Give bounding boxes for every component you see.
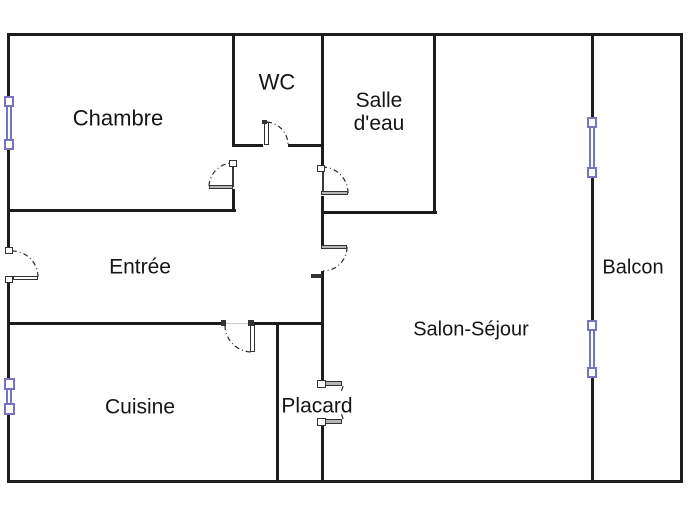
balcon-lower-window-end bbox=[587, 320, 597, 331]
cuisine-door-arc bbox=[224, 324, 253, 353]
balcon-upper-window bbox=[589, 128, 595, 167]
chambre-door-leaf bbox=[209, 185, 233, 189]
placard-top-door-leaf bbox=[325, 381, 342, 386]
room-label-salon-sejour: Salon-Séjour bbox=[413, 318, 529, 341]
wall-wc-bottom-right bbox=[288, 144, 324, 147]
entrance-door-jamb bbox=[5, 247, 13, 254]
chambre-window bbox=[6, 107, 12, 139]
cuisine-door-closed-line bbox=[226, 323, 251, 324]
wall-balcon-segment bbox=[591, 178, 594, 320]
cuisine-window-end bbox=[4, 403, 15, 415]
placard-door-jamb bbox=[317, 418, 326, 426]
chambre-window-end bbox=[4, 96, 14, 107]
cuisine-window bbox=[6, 390, 12, 403]
chambre-window-end bbox=[4, 139, 14, 150]
room-label-salle-deau-line2: d'eau bbox=[353, 112, 405, 135]
salon-door-arc bbox=[322, 246, 348, 272]
room-label-salle-deau: Salle d'eau bbox=[354, 89, 405, 135]
salledeau-door-jamb bbox=[317, 165, 325, 172]
balcon-upper-window-end bbox=[587, 117, 597, 128]
wall-salledeau-bottom bbox=[321, 211, 437, 214]
wall-chambre-right bbox=[232, 33, 235, 146]
salon-door-jamb bbox=[311, 274, 322, 278]
wall-exterior-right bbox=[680, 33, 683, 483]
wall-exterior-left-segment bbox=[7, 150, 10, 248]
room-label-placard: Placard bbox=[281, 394, 353, 418]
wall-placard-right-upper bbox=[321, 324, 324, 382]
wc-door-jamb bbox=[262, 120, 267, 124]
wall-exterior-left-segment bbox=[7, 415, 10, 483]
salledeau-door-closed-line bbox=[322, 172, 324, 193]
placard-bottom-door-leaf bbox=[325, 419, 342, 424]
entrance-door-arc bbox=[11, 250, 39, 278]
chambre-door-jamb bbox=[229, 160, 237, 167]
wc-door-leaf bbox=[264, 122, 269, 145]
salledeau-door-leaf bbox=[321, 191, 348, 195]
wall-cuisine-top-right bbox=[250, 322, 324, 325]
wall-chambre-right-lower bbox=[232, 189, 235, 212]
wall-balcon-segment bbox=[591, 378, 594, 483]
wall-exterior-left-segment bbox=[7, 282, 10, 378]
wall-exterior-left-segment bbox=[7, 33, 10, 97]
wall-exterior-bottom bbox=[7, 480, 683, 483]
balcon-lower-window-end bbox=[587, 367, 597, 378]
chambre-door-closed-line bbox=[232, 166, 234, 187]
wall-entree-salon-divider bbox=[321, 271, 324, 324]
wall-exterior-top bbox=[7, 33, 683, 36]
cuisine-door-jamb bbox=[221, 320, 226, 326]
cuisine-door-jamb bbox=[248, 320, 254, 326]
room-label-entree: Entrée bbox=[109, 255, 171, 279]
wc-door-arc bbox=[266, 121, 289, 145]
salon-door-leaf bbox=[321, 245, 347, 249]
room-label-chambre: Chambre bbox=[72, 105, 164, 131]
room-label-salle-deau-line1: Salle bbox=[355, 89, 403, 112]
entrance-door-leaf bbox=[13, 276, 38, 280]
placard-door-jamb bbox=[317, 380, 326, 388]
balcon-lower-window bbox=[589, 331, 595, 367]
room-label-balcon: Balcon bbox=[602, 256, 664, 279]
cuisine-door-leaf bbox=[250, 325, 255, 352]
wall-balcon-segment bbox=[591, 33, 594, 117]
wall-chambre-bottom bbox=[7, 209, 236, 212]
wall-cuisine-top-left bbox=[7, 322, 225, 325]
wall-salledeau-lower bbox=[321, 196, 324, 247]
wall-wc-salledeau-divider bbox=[321, 33, 324, 167]
wall-placard-right-lower bbox=[321, 425, 324, 483]
placard-top-door-arc bbox=[339, 385, 344, 394]
placard-bottom-door-arc bbox=[339, 411, 344, 420]
room-label-wc: WC bbox=[258, 69, 296, 95]
wall-wc-bottom-left bbox=[232, 144, 263, 147]
salledeau-door-arc bbox=[321, 166, 349, 194]
wall-placard-left bbox=[276, 322, 279, 483]
room-label-cuisine: Cuisine bbox=[104, 395, 176, 419]
entrance-door-jamb bbox=[5, 276, 13, 283]
balcon-upper-window-end bbox=[587, 167, 597, 178]
cuisine-window-end bbox=[4, 378, 15, 390]
wall-salledeau-right bbox=[433, 33, 436, 214]
